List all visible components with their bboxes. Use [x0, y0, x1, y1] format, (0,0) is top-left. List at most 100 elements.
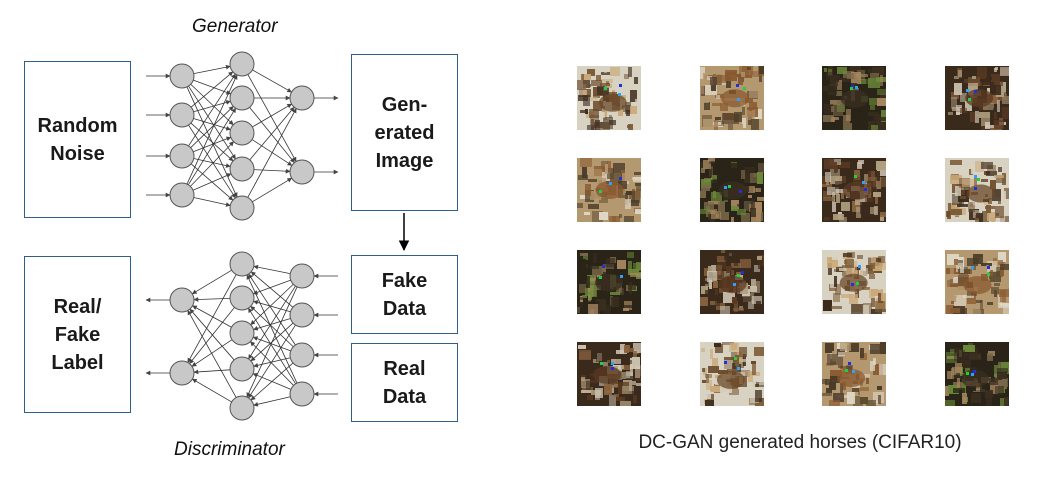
generator-edge — [252, 103, 293, 128]
discriminator-edge — [253, 396, 291, 407]
generated-horse-sample — [822, 250, 886, 314]
discriminator-edge — [191, 269, 232, 295]
discriminator-edge — [193, 297, 231, 302]
discriminator-node — [229, 285, 255, 311]
generator-edge — [190, 106, 234, 148]
generator-node — [289, 159, 315, 185]
discriminator-edge — [187, 310, 237, 398]
generator-edge — [188, 124, 236, 199]
generated-image-label: Gen- erated Image — [374, 93, 435, 172]
generator-edge — [190, 122, 234, 162]
discriminator-edge — [187, 274, 237, 363]
generator-edge — [252, 69, 292, 93]
generated-horse-sample — [945, 158, 1009, 222]
discriminator-node — [229, 320, 255, 346]
generator-edge — [253, 168, 291, 174]
generator-node — [169, 102, 195, 128]
discriminator-edge — [189, 307, 235, 365]
discriminator-node — [289, 342, 315, 368]
generator-node — [169, 143, 195, 169]
generated-horse-sample — [577, 158, 641, 222]
fake-data-label: Fake Data — [381, 269, 428, 320]
discriminator-edge — [248, 273, 296, 346]
discriminator-node — [169, 360, 195, 386]
discriminator-edge — [246, 274, 298, 384]
discriminator-edge — [253, 318, 291, 331]
generated-horse-sample — [577, 342, 641, 406]
discriminator-edge — [191, 339, 233, 367]
generated-horse-sample — [945, 342, 1009, 406]
generator-edge — [249, 106, 295, 161]
discriminator-node — [229, 251, 255, 277]
samples-caption: DC-GAN generated horses (CIFAR10) — [638, 432, 962, 453]
generator-edge — [192, 173, 232, 191]
generator-edge — [193, 197, 231, 207]
generator-edge — [186, 74, 238, 185]
generator-node — [229, 156, 255, 182]
discriminator-edge — [248, 324, 296, 399]
generated-horse-sample — [577, 66, 641, 130]
discriminator-edge — [189, 308, 235, 361]
real-data-label: Real Data — [382, 357, 427, 408]
generator-edge — [193, 158, 231, 168]
generator-node — [229, 85, 255, 111]
generated-horse-sample — [700, 66, 764, 130]
generated-horse-sample — [700, 342, 764, 406]
network-diagram — [145, 51, 410, 421]
generator-edge — [190, 71, 234, 108]
generated-horse-sample — [700, 158, 764, 222]
generator-edge — [193, 136, 232, 153]
discriminator-edge — [250, 283, 294, 326]
generator-node — [229, 51, 255, 77]
discriminator-node — [289, 302, 315, 328]
generated-horse-sample — [822, 342, 886, 406]
discriminator-edge — [192, 305, 232, 328]
discriminator-node — [229, 395, 255, 421]
generator-edge — [190, 141, 234, 187]
generator-edge — [188, 73, 236, 147]
generator-edge — [247, 74, 297, 162]
real-fake-label-text: Real/ Fake Label — [51, 295, 104, 374]
generator-edge — [249, 107, 295, 164]
generator-node — [289, 85, 315, 111]
discriminator-edge — [250, 341, 294, 386]
generated-horse-sample — [945, 250, 1009, 314]
discriminator-edge — [250, 271, 294, 308]
generator-node — [229, 195, 255, 221]
generated-horse-sample — [822, 158, 886, 222]
discriminator-edge — [248, 285, 296, 360]
generator-node — [229, 120, 255, 146]
random-noise-box: Random Noise — [24, 61, 131, 218]
generator-edge — [252, 177, 293, 203]
discriminator-edge — [252, 373, 292, 390]
generator-node — [169, 182, 195, 208]
real-data-box: Real Data — [351, 343, 458, 422]
generator-edge — [193, 64, 231, 75]
fake-data-box: Fake Data — [351, 255, 458, 334]
generated-horse-sample — [700, 250, 764, 314]
generated-image-box: Gen- erated Image — [351, 54, 458, 211]
discriminator-edge — [253, 357, 291, 368]
random-noise-label: Random Noise — [37, 114, 118, 165]
discriminator-edge — [252, 279, 291, 295]
discriminator-edge — [252, 336, 291, 352]
discriminator-edge — [191, 378, 232, 403]
generated-horse-sample — [577, 250, 641, 314]
generated-horse-sample — [822, 66, 886, 130]
discriminator-title: Discriminator — [174, 439, 285, 460]
generator-edge — [187, 107, 237, 186]
discriminator-node — [169, 287, 195, 313]
discriminator-node — [289, 381, 315, 407]
generated-horse-sample — [945, 66, 1009, 130]
real-fake-label-box: Real/ Fake Label — [24, 256, 131, 413]
discriminator-edge — [250, 305, 294, 348]
discriminator-edge — [193, 369, 231, 375]
discriminator-edge — [253, 264, 291, 275]
discriminator-node — [229, 356, 255, 382]
discriminator-edge — [248, 307, 296, 385]
generator-edge — [193, 118, 231, 131]
generator-edge — [190, 83, 234, 126]
generator-edge — [188, 85, 236, 160]
generator-title: Generator — [192, 16, 278, 37]
generator-node — [169, 63, 195, 89]
